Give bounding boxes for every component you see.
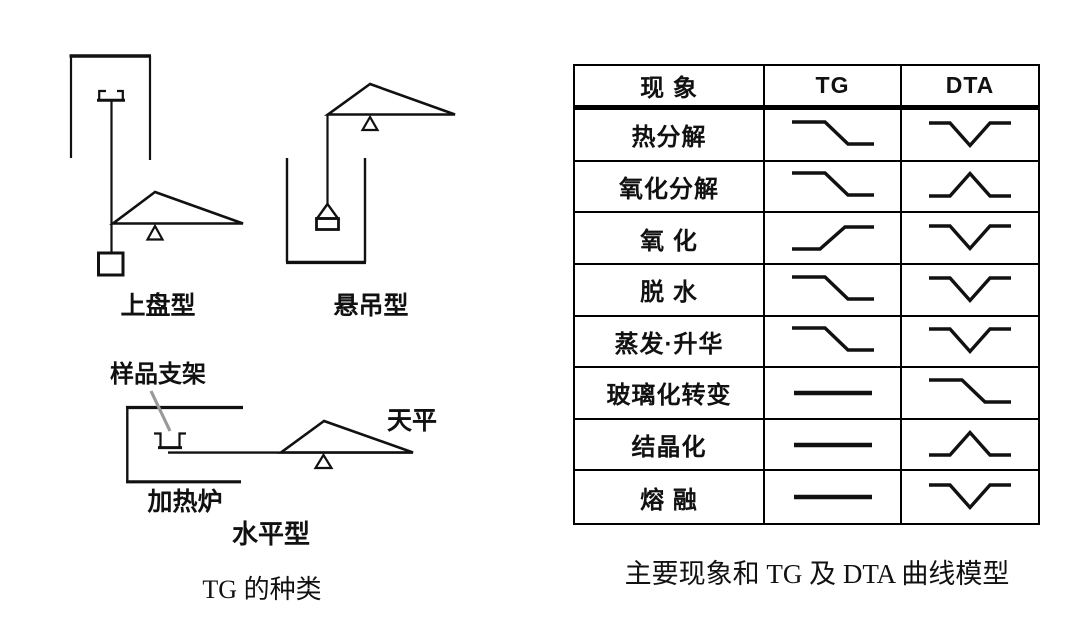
tg-dta-table: 现 象 TG DTA 热分解 氧化分解 氧 化 脱 水 蒸发·升华 玻璃化转变 … xyxy=(573,64,1040,525)
dta-curve-icon xyxy=(927,327,1013,354)
top-pan-sample-pan xyxy=(98,89,124,99)
phenomenon-cell: 熔 融 xyxy=(575,471,765,523)
dta-curve-cell xyxy=(902,420,1038,472)
tg-curve-cell xyxy=(765,213,902,265)
tg-curve-icon xyxy=(789,171,876,198)
dta-curve-cell xyxy=(902,265,1038,317)
horizontal-beam-triangle xyxy=(277,419,414,454)
furnace-label: 加热炉 xyxy=(147,488,223,516)
header-dta: DTA xyxy=(902,66,1038,110)
horizontal-fulcrum xyxy=(313,452,334,470)
counterweight-square xyxy=(97,251,125,277)
phenomenon-cell: 蒸发·升华 xyxy=(575,316,765,369)
phenomenon-cell: 氧 化 xyxy=(575,213,765,265)
dta-curve-icon xyxy=(927,430,1013,457)
dta-curve-icon xyxy=(927,378,1013,404)
left-figure-caption: TG 的种类 xyxy=(202,575,322,604)
phenomenon-cell: 氧化分解 xyxy=(575,161,765,214)
horizontal-sample-pan xyxy=(154,432,186,447)
dta-curve-cell xyxy=(902,368,1038,420)
tg-curve-cell xyxy=(765,419,902,472)
suspension-beam-triangle xyxy=(323,82,456,116)
phenomenon-cell: 热分解 xyxy=(575,110,765,162)
top-pan-beam-triangle xyxy=(109,190,244,225)
phenomenon-cell: 结晶化 xyxy=(575,419,765,472)
tg-curve-cell xyxy=(765,264,902,317)
tg-curve-cell xyxy=(765,110,902,162)
phenomenon-cell: 脱 水 xyxy=(575,264,765,317)
dta-curve-icon xyxy=(927,275,1013,302)
suspension-pan-box xyxy=(315,217,340,231)
top-pan-label: 上盘型 xyxy=(120,292,196,320)
tg-curve-cell xyxy=(765,316,902,369)
sample-holder-pointer-line xyxy=(149,390,172,432)
top-pan-fulcrum xyxy=(145,223,165,241)
dta-curve-cell xyxy=(902,162,1038,214)
suspension-pan-cone xyxy=(314,201,341,220)
dta-curve-icon xyxy=(927,483,1013,510)
header-tg: TG xyxy=(765,66,902,110)
top-pan-diagram xyxy=(69,54,244,277)
phenomenon-cell: 玻璃化转变 xyxy=(575,368,765,420)
tg-curve-icon xyxy=(789,326,876,353)
balance-label: 天平 xyxy=(386,407,438,435)
suspension-fulcrum xyxy=(360,114,380,132)
horizontal-diagram xyxy=(126,390,414,484)
horizontal-label: 水平型 xyxy=(231,519,311,549)
table-caption: 主要现象和 TG 及 DTA 曲线模型 xyxy=(624,559,1010,589)
tg-curve-icon xyxy=(789,274,876,301)
dta-curve-cell xyxy=(902,471,1038,523)
tg-curve-cell xyxy=(765,368,902,420)
tg-curve-icon xyxy=(789,225,876,251)
tg-curve-cell xyxy=(765,471,902,523)
sample-holder-label: 样品支架 xyxy=(110,361,206,388)
tg-curve-icon xyxy=(789,120,876,146)
suspension-diagram xyxy=(285,82,456,265)
tg-curve-cell xyxy=(765,161,902,214)
dta-curve-icon xyxy=(927,224,1013,251)
dta-curve-icon xyxy=(927,121,1013,148)
suspension-label: 悬吊型 xyxy=(333,292,409,320)
dta-curve-cell xyxy=(902,213,1038,265)
header-phenomenon: 现 象 xyxy=(575,66,765,110)
dta-curve-icon xyxy=(927,172,1013,199)
dta-curve-cell xyxy=(902,317,1038,369)
dta-curve-cell xyxy=(902,110,1038,162)
